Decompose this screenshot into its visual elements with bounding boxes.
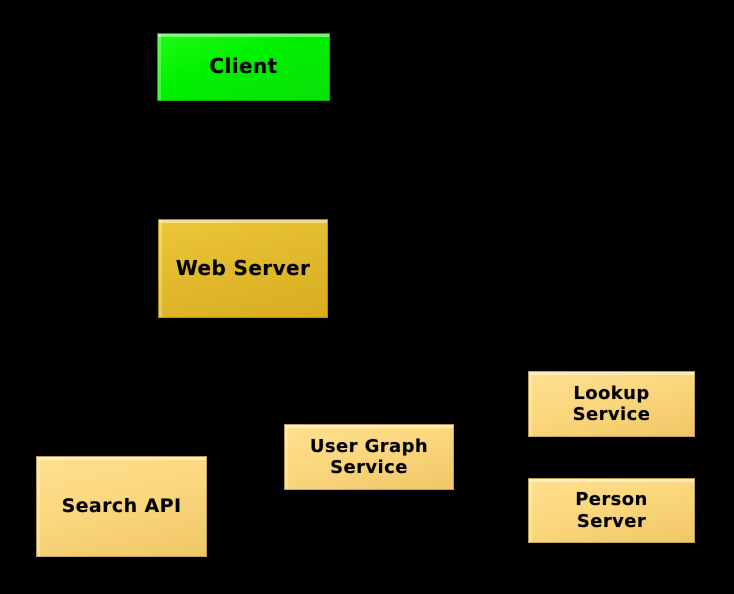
node-search-api[interactable]: Search API (36, 456, 207, 557)
node-web-server[interactable]: Web Server (158, 219, 328, 318)
node-client-label: Client (209, 54, 278, 79)
node-search-api-label: Search API (61, 495, 182, 518)
node-client[interactable]: Client (157, 33, 330, 101)
node-web-server-label: Web Server (175, 255, 311, 280)
